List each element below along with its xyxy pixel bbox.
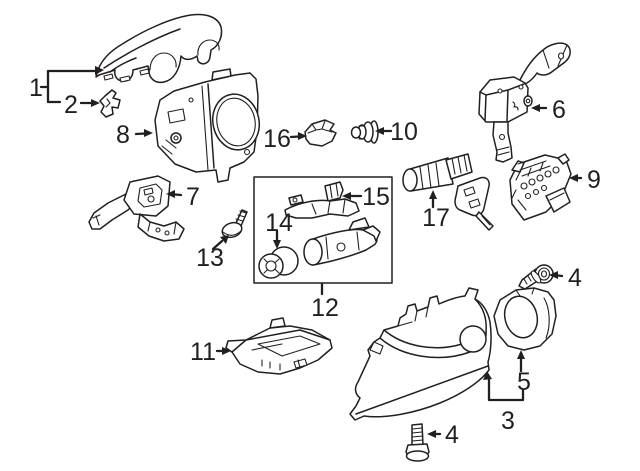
arrowhead-11	[222, 347, 231, 355]
callout-label-11: 11	[190, 338, 216, 366]
leader-8	[134, 132, 147, 136]
part-2-clip	[99, 89, 121, 118]
arrowhead-5	[517, 350, 525, 359]
leader-7	[173, 193, 183, 197]
arrowhead-2	[91, 99, 100, 107]
arrowhead-4b	[427, 430, 436, 438]
arrowhead-9	[569, 174, 578, 182]
part-3-lower-column-cover	[349, 287, 492, 421]
leader-13	[211, 239, 224, 251]
part-6-wiper-switch	[478, 42, 571, 163]
diagram-line-art	[88, 13, 572, 462]
part-16-sensor-clip	[304, 119, 337, 147]
part-10-grommet	[350, 120, 379, 144]
leader-3	[487, 377, 525, 402]
leader-4a	[556, 274, 564, 278]
callout-label-4-upper: 4	[568, 264, 582, 292]
callout-label-9: 9	[587, 166, 601, 194]
part-8-column-housing	[154, 68, 260, 183]
callout-label-13: 13	[196, 244, 224, 272]
callout-label-5: 5	[517, 368, 531, 396]
part-4-screw-lower	[405, 423, 430, 462]
arrowhead-6	[531, 104, 540, 112]
arrowhead-7	[166, 190, 175, 198]
arrowhead-17	[429, 190, 437, 199]
part-9-ignition-switch	[509, 153, 572, 221]
callout-label-2: 2	[64, 91, 78, 119]
part-12-housing-sleeve	[303, 217, 381, 266]
callout-label-12: 12	[311, 294, 339, 322]
part-5-bezel-ring	[493, 287, 557, 351]
arrowhead-8	[144, 129, 153, 137]
part-4-screw-upper	[518, 264, 554, 290]
arrowhead-15	[342, 192, 351, 200]
part-11-control-module	[225, 317, 333, 375]
callout-label-4-lower: 4	[445, 421, 459, 449]
callout-label-17: 17	[422, 204, 450, 232]
callout-labels: 1 2 3 4 4 5 6 7 8 9 10 11 12 13 14 15 16…	[29, 74, 601, 449]
arrowhead-1	[95, 66, 104, 75]
arrowhead-3	[483, 371, 492, 380]
part-15-bracket	[284, 181, 360, 219]
part-7-turn-signal-stalk	[88, 175, 185, 242]
leader-1	[39, 69, 98, 104]
callout-label-14: 14	[265, 209, 293, 237]
callout-label-8: 8	[116, 121, 130, 149]
part-14-cap	[258, 246, 299, 279]
callout-label-6: 6	[552, 96, 566, 124]
callout-leaders	[39, 66, 583, 438]
callout-label-15: 15	[362, 183, 390, 211]
arrowhead-16	[298, 132, 307, 140]
arrowhead-14	[273, 240, 281, 249]
callout-label-1: 1	[29, 74, 43, 102]
callout-label-10: 10	[390, 118, 418, 146]
callout-label-7: 7	[186, 183, 200, 211]
leader-16	[289, 135, 301, 139]
callout-label-3: 3	[501, 407, 515, 435]
arrowhead-13	[220, 235, 229, 244]
arrowhead-4a	[549, 271, 558, 279]
part-13-screw	[221, 209, 248, 239]
arrowhead-10	[375, 127, 384, 135]
part-17-lock-cylinder-with-key	[402, 153, 494, 231]
part-1-upper-column-cover	[95, 13, 223, 84]
callout-label-16: 16	[263, 125, 291, 153]
